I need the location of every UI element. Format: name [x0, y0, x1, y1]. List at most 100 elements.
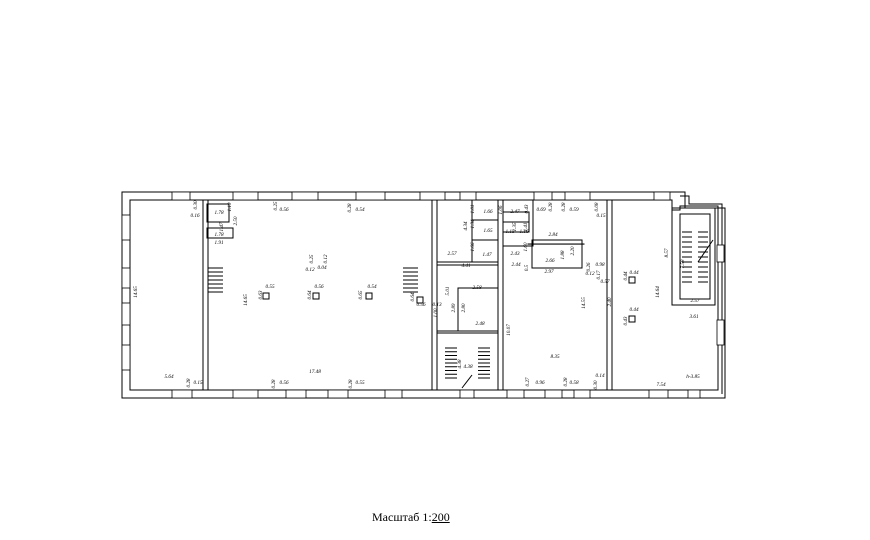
dimension-label: 1.66: [483, 209, 492, 215]
dimension-label: 1.66: [470, 242, 476, 251]
walls: [121, 191, 726, 399]
window: [355, 191, 386, 201]
dimension-label: 1.91: [214, 240, 223, 246]
room-outline-13: [671, 207, 716, 306]
window: [171, 389, 193, 399]
dimension-label: 0.08: [594, 202, 600, 211]
dimension-label: 10.07: [506, 324, 512, 336]
dimension-label: 0.96: [535, 380, 544, 386]
dimension-label: 2.58: [472, 285, 481, 291]
dimension-label: 1.01: [470, 204, 476, 213]
dimension-label: 0.69: [536, 207, 545, 213]
dimension-label: 2.57: [690, 298, 699, 304]
dimension-label: 8.57: [664, 248, 670, 257]
dimension-label: 3.61: [689, 314, 698, 320]
dimension-label: 1.15: [505, 229, 514, 235]
dimension-label: 0.27: [525, 377, 531, 386]
dimension-label: 7.54: [656, 381, 665, 388]
outer-wall-step: [680, 195, 723, 394]
room-outline-11: [206, 203, 230, 223]
window: [232, 389, 259, 399]
column-0: [262, 292, 270, 300]
dimension-label: 0.28: [548, 202, 554, 211]
dimension-label: 8.35: [550, 354, 559, 360]
dimension-label: 0.28: [347, 203, 353, 212]
dimension-label: 0.44: [622, 271, 629, 280]
room-outline-8: [502, 221, 530, 233]
dimension-label: 0.64: [306, 290, 313, 299]
partition-wall-2: [497, 199, 504, 391]
dimension-label: h-3.85: [686, 374, 700, 380]
window: [564, 191, 591, 201]
dimension-label: 1.16: [519, 229, 528, 235]
room-outline-14: [679, 213, 711, 300]
column-4: [628, 276, 636, 284]
window: [419, 191, 446, 201]
dimension-label: 14.65: [132, 286, 139, 298]
scale-value: 200: [431, 510, 450, 524]
window: [687, 389, 701, 399]
dimension-label: 0.98: [595, 262, 604, 268]
dimension-label: 0.56: [279, 207, 288, 213]
dimension-label: 0.15: [596, 213, 605, 219]
dimension-label: 2.43: [510, 250, 519, 257]
window: [121, 344, 131, 371]
dimension-label: 0.12: [585, 271, 594, 277]
dimension-label: 2.89: [451, 303, 457, 312]
dimension-label: 0.44: [629, 306, 638, 313]
dimension-label: 1.34: [469, 219, 476, 228]
dimension-label: 4.41: [461, 262, 470, 269]
dimension-label: 14.65: [242, 294, 249, 306]
dimension-label: 0.65: [358, 290, 364, 299]
dimension-label: 0.54: [367, 283, 376, 290]
dimension-label: 0.28: [186, 378, 192, 387]
dimension-label: 4.38: [463, 363, 472, 370]
dimension-label: 2.57: [447, 251, 456, 257]
dimension-label: 0.59: [569, 207, 578, 213]
dimension-label: 1.00: [433, 308, 439, 317]
room-outline-12: [206, 227, 234, 239]
window: [232, 191, 259, 201]
dimension-label: 5.01: [445, 286, 451, 295]
dimension-label: 1.47: [218, 222, 225, 231]
partition-wall-0: [202, 199, 209, 391]
dimension-label: 0.63: [258, 290, 264, 299]
window: [648, 389, 669, 399]
column-1: [312, 292, 320, 300]
dimension-label: 0.12: [323, 254, 329, 263]
partition-wall-3: [606, 199, 613, 391]
dimension-label: 2.20: [570, 246, 576, 255]
dimension-label: 0.17: [596, 270, 602, 279]
dimension-label: 14.64: [654, 286, 661, 298]
dimension-label: 0.43: [523, 204, 530, 213]
dimension-label: 14.55: [580, 297, 587, 309]
dimension-label: 0.15: [193, 380, 202, 386]
window: [653, 191, 671, 201]
dimension-label: 1.47: [482, 251, 491, 258]
dimension-label: 0.57: [600, 279, 609, 285]
dimension-label: 2.48: [475, 320, 484, 327]
dimension-label: 0.28: [563, 377, 569, 386]
dimension-label: 0.28: [561, 202, 567, 211]
window: [544, 389, 563, 399]
dimension-label: 0.56: [314, 284, 323, 290]
dimension-label: 0.56: [416, 302, 425, 308]
windows: [121, 191, 725, 399]
dimension-label: 2.84: [548, 231, 557, 238]
dimension-label: 4.34: [462, 221, 469, 230]
stair-arrow: [697, 239, 714, 263]
dimension-label: 0.56: [279, 380, 288, 386]
stair-arrow: [461, 374, 473, 389]
dimension-label: 7.58: [680, 259, 686, 268]
dimension-label: 1.88: [560, 250, 566, 259]
dimension-label: 1.78: [214, 210, 223, 216]
dimension-label: 0.25: [309, 254, 315, 263]
dimension-label: 0.28: [348, 379, 354, 388]
dimension-label: 0.16: [190, 213, 199, 219]
inner-wall-line: [129, 199, 719, 391]
room-outline-4: [457, 287, 499, 332]
dimension-label: 0.25: [273, 201, 279, 210]
dimension-label: 0.30: [593, 380, 599, 389]
dimension-label: 2.44: [511, 261, 520, 268]
